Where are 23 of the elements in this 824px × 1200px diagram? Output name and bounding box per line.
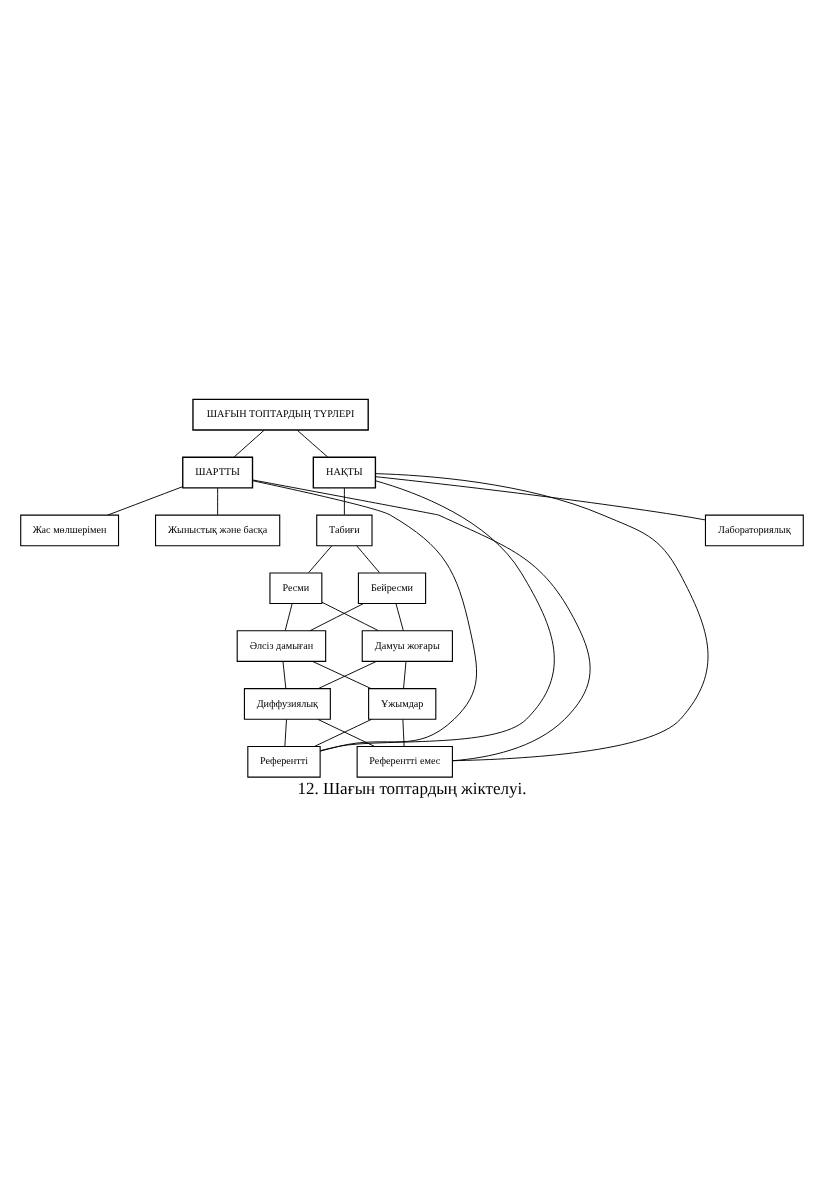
connector bbox=[252, 479, 478, 751]
connector bbox=[356, 544, 380, 572]
connector bbox=[375, 472, 709, 761]
connector bbox=[375, 475, 706, 520]
connector bbox=[317, 660, 377, 688]
connector bbox=[252, 478, 591, 761]
connector bbox=[402, 718, 405, 746]
connector bbox=[403, 660, 407, 688]
connector bbox=[284, 602, 293, 630]
connector bbox=[217, 486, 219, 515]
connector bbox=[321, 600, 379, 631]
connector bbox=[309, 602, 364, 631]
caption: 12. Шағын топтардың жіктелуі. bbox=[297, 777, 527, 798]
connector bbox=[284, 718, 287, 746]
connector bbox=[312, 660, 372, 688]
connector bbox=[282, 660, 287, 688]
connector bbox=[395, 602, 404, 630]
connector bbox=[308, 544, 333, 572]
connector bbox=[107, 485, 183, 515]
connector bbox=[319, 479, 555, 751]
connector bbox=[296, 428, 329, 457]
connector bbox=[233, 428, 265, 457]
connector bbox=[343, 486, 345, 515]
